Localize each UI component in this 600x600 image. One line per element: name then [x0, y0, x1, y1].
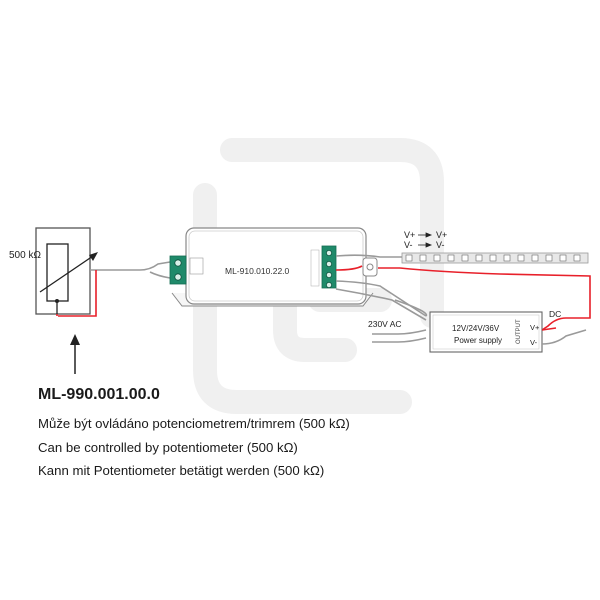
ac-wires — [372, 329, 427, 343]
control-wires — [56, 261, 171, 317]
psu-voltages: 12V/24V/36V — [452, 324, 500, 333]
part-number: ML-990.001.00.0 — [38, 386, 160, 403]
ac-label: 230V AC — [368, 319, 402, 329]
output-wires — [335, 254, 591, 331]
controller-model: ML-910.010.22.0 — [225, 266, 290, 276]
description-german: Kann mit Potentiometer betätigt werden (… — [38, 463, 325, 478]
psu-v-minus: V- — [530, 338, 538, 347]
controller: ML-910.010.22.0 — [169, 227, 378, 307]
dc-wires — [541, 327, 587, 345]
potentiometer-label: 500 kΩ — [9, 250, 41, 261]
potentiometer: 500 kΩ — [9, 227, 98, 315]
strip-v-plus-out: V+ — [436, 230, 447, 240]
description-english: Can be controlled by potentiometer (500 … — [38, 440, 298, 455]
dc-label: DC — [549, 309, 561, 319]
up-arrow-icon — [70, 334, 80, 374]
strip-v-minus-out: V- — [436, 240, 445, 250]
right-arrow-icon — [418, 232, 433, 248]
description-czech: Může být ovládáno potenciometrem/trimrem… — [38, 416, 350, 431]
power-supply: 12V/24V/36V Power supply OUTPUT V+ V- — [429, 311, 543, 353]
psu-v-plus: V+ — [530, 323, 540, 332]
psu-output-label: OUTPUT — [516, 319, 522, 344]
strip-v-minus-in: V- — [404, 240, 413, 250]
strip-v-plus-in: V+ — [404, 230, 415, 240]
led-strip: V+ V- V+ V- — [401, 230, 589, 264]
psu-name: Power supply — [454, 336, 502, 345]
